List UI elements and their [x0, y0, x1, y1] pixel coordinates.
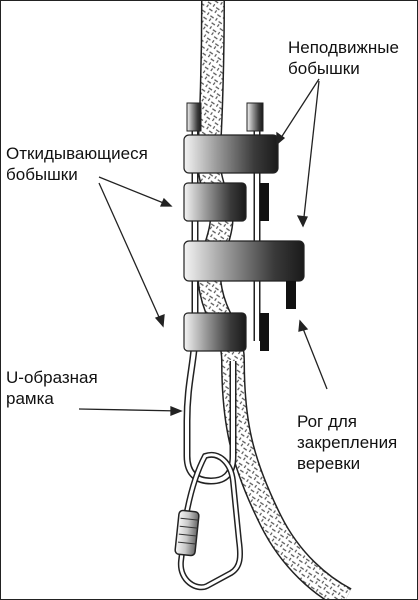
fixed-bars-label: Неподвижные бобышки [288, 37, 399, 79]
horn-label-line-1: Рог для [297, 412, 358, 431]
horn-label-line-2: закрепления [297, 433, 398, 452]
fixed-bars [183, 102, 279, 174]
swinging-bar-1 [183, 182, 269, 222]
pointer-arrows [78, 78, 328, 416]
u-frame-label: U-образная рамка [6, 367, 98, 409]
swinging-bar-2 [183, 312, 269, 352]
swinging-bars-label-line-2: бобышки [6, 165, 78, 184]
swinging-bars-label-line-1: Откидывающиеся [6, 144, 148, 163]
horn-bar [183, 240, 305, 309]
swinging-bars-label: Откидывающиеся бобышки [6, 143, 148, 185]
fixed-bars-label-line-1: Неподвижные [288, 38, 399, 57]
u-frame-label-line-1: U-образная [6, 368, 98, 387]
horn-label-line-3: веревки [297, 454, 361, 473]
rope [196, 1, 352, 599]
carabiner [174, 451, 243, 591]
u-frame-label-line-2: рамка [6, 389, 54, 408]
horn-label: Рог для закрепления веревки [297, 411, 397, 474]
fixed-bars-label-line-2: бобышки [288, 59, 360, 78]
